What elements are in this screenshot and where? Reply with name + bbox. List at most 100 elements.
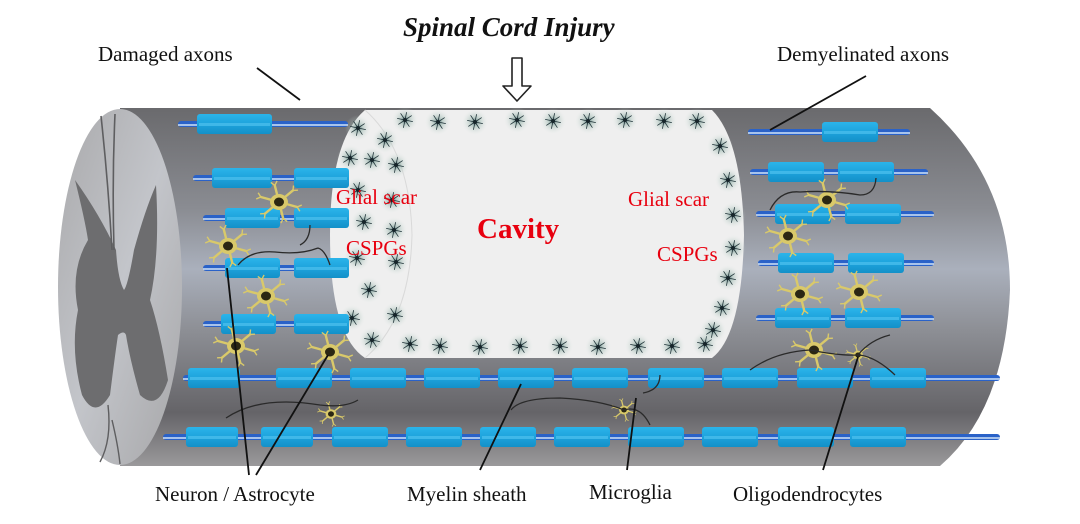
astrocyte-branch <box>846 349 849 353</box>
axon <box>163 427 1000 447</box>
glial-nucleus <box>726 276 730 280</box>
axon <box>193 168 349 188</box>
glial-nucleus <box>394 260 398 264</box>
astrocyte-branch <box>818 179 824 184</box>
astrocyte-branch <box>862 308 868 313</box>
astrocyte-branch <box>296 204 303 208</box>
astrocyte-branch <box>219 225 225 230</box>
astrocyte-icon <box>242 274 290 318</box>
astrocyte-branch <box>223 224 227 230</box>
astrocyte-branch <box>764 230 771 234</box>
astrocyte-branch <box>250 307 253 313</box>
glial-nucleus <box>636 344 640 348</box>
glial-cell-icon <box>720 202 746 228</box>
glial-nucleus <box>720 306 724 310</box>
astrocyte-branch <box>245 250 250 256</box>
astrocyte-icon <box>764 214 812 258</box>
astrocyte-nucleus <box>328 411 334 417</box>
astrocyte-branch <box>317 410 321 413</box>
astrocyte-branch <box>214 336 219 342</box>
astrocyte-branch <box>805 240 810 246</box>
astrocyte-branch <box>789 252 793 258</box>
astrocyte-branch <box>801 219 804 225</box>
astrocyte-branch <box>220 357 223 363</box>
cell-process <box>317 247 331 266</box>
astrocyte-branch <box>292 185 295 191</box>
glial-cell-icon <box>425 109 451 135</box>
cell-process <box>749 349 896 376</box>
astrocyte-branch <box>822 178 826 184</box>
astrocyte-branch <box>809 328 813 334</box>
myelin-shine <box>214 177 270 180</box>
astrocyte-branch <box>860 363 863 367</box>
glial-cell-icon <box>684 108 710 134</box>
glial-cell-icon <box>392 107 418 133</box>
astrocyte-branch <box>308 342 313 348</box>
axon <box>183 368 1000 388</box>
glial-nucleus <box>348 156 352 160</box>
astrocyte-branch <box>840 183 843 189</box>
astrocyte-branch <box>779 215 785 220</box>
myelin-shine <box>630 436 682 439</box>
astrocyte-branch <box>343 335 346 341</box>
glial-cell-icon <box>383 152 409 178</box>
axon <box>203 258 349 278</box>
astrocyte-branch <box>229 262 233 268</box>
astrocyte-branch <box>830 216 836 221</box>
glial-nucleus <box>438 344 442 348</box>
grey-matter-butterfly <box>74 180 168 408</box>
astrocyte-branch <box>611 406 615 409</box>
astrocyte-branch <box>255 196 262 200</box>
glial-nucleus <box>370 158 374 162</box>
leader-neuron-1 <box>226 267 250 476</box>
myelin-shine <box>852 436 904 439</box>
myelin-shine <box>278 377 330 380</box>
glial-cell-icon <box>381 217 407 243</box>
astrocyte-branch <box>817 296 824 300</box>
glial-nucleus <box>370 338 374 342</box>
astrocyte-branch <box>283 300 288 306</box>
glial-cell-icon <box>427 333 453 359</box>
astrocyte-branch <box>827 333 830 339</box>
label-myelin-sheath: Myelin sheath <box>407 482 527 506</box>
astrocyte-branch <box>790 344 797 348</box>
cell-process <box>769 177 877 211</box>
astrocyte-branch <box>626 418 629 422</box>
myelin-shine <box>574 377 626 380</box>
astrocyte-branch <box>811 211 814 217</box>
glial-nucleus <box>356 126 360 130</box>
median-fissure-2 <box>112 113 116 251</box>
myelin-shine <box>223 323 274 326</box>
myelin-shine <box>872 377 924 380</box>
myelin-shine <box>847 213 899 216</box>
axon <box>750 162 928 182</box>
glial-nucleus <box>392 228 396 232</box>
myelin-shine <box>780 436 832 439</box>
axon <box>178 114 348 134</box>
glial-nucleus <box>695 119 699 123</box>
myelin-shine <box>650 377 702 380</box>
astrocyte-branch <box>815 366 819 372</box>
cell-process <box>225 399 359 419</box>
astrocyte-branch <box>253 348 260 352</box>
astrocyte-branch <box>817 366 823 371</box>
myelin-shine <box>188 436 236 439</box>
myelin-shine <box>296 267 347 270</box>
label-neuron-astrocyte: Neuron / Astrocyte <box>155 482 315 506</box>
myelin-shine <box>704 436 756 439</box>
astrocyte-nucleus <box>854 287 864 297</box>
astrocyte-nucleus <box>223 241 233 251</box>
astrocyte-icon <box>845 343 871 367</box>
oligodendrocyte-processes <box>225 177 896 426</box>
astrocyte-branch <box>860 308 864 314</box>
myelin-shine <box>296 323 347 326</box>
injury-arrow-icon <box>502 57 532 102</box>
astrocyte-branch <box>341 415 345 418</box>
myelin-shine <box>199 123 270 126</box>
glial-cell-icon <box>709 295 735 321</box>
leader-lines <box>226 67 867 476</box>
astrocyte-branch <box>244 286 249 292</box>
glial-scar-cells <box>337 107 746 360</box>
astrocyte-branch <box>844 204 849 210</box>
